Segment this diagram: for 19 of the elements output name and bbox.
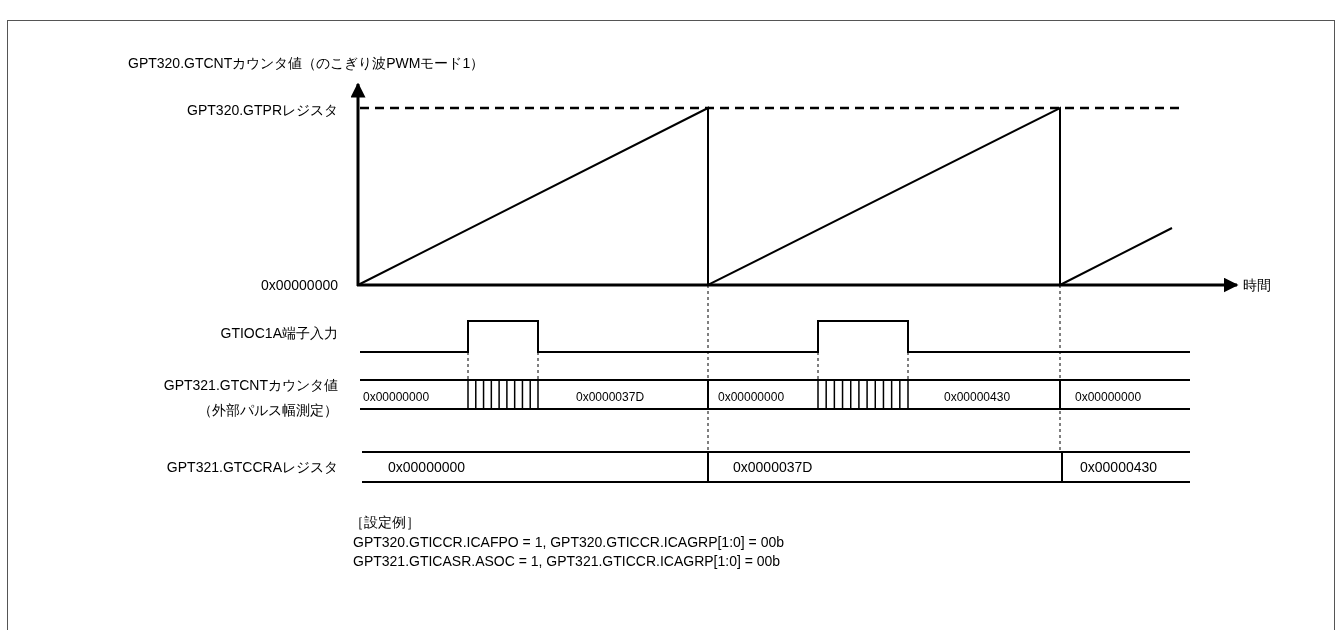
setting-text: GPT320.GTICCR.ICAFPO = 1, GPT320.GTICCR.ICAGRP[1:0] = 00b [353, 534, 785, 550]
axis-tick-label: GPT320.GTPRレジスタ [187, 102, 338, 118]
bus-value: 0x00000000 [1075, 389, 1142, 405]
bus-value: 0x00000000 [718, 389, 785, 405]
bus-value: 0x0000037D [576, 389, 645, 405]
axis-title: GPT320.GTCNTカウンタ値（のこぎり波PWMモード1） [128, 55, 485, 71]
bus-value: 0x00000430 [944, 389, 1011, 405]
bus-value: 0x0000037D [733, 459, 813, 475]
bus-value: 0x00000000 [388, 459, 466, 475]
axis-tick-label: 0x00000000 [260, 277, 338, 293]
signal-label: GPT321.GTCCRAレジスタ [166, 459, 338, 475]
setting-text: GPT321.GTICASR.ASOC = 1, GPT321.GTICCR.ICAGRP[1:0] = 00b [353, 553, 781, 569]
setting-heading: ［設定例］ [350, 514, 420, 530]
bus-value: 0x00000430 [1080, 459, 1158, 475]
axis-label: 時間 [1243, 277, 1271, 293]
bus-value: 0x00000000 [363, 389, 430, 405]
signal-label: GTIOC1A端子入力 [220, 325, 338, 341]
signal-label: （外部パルス幅測定） [198, 402, 338, 418]
signal-label: GPT321.GTCNTカウンタ値 [163, 377, 338, 393]
